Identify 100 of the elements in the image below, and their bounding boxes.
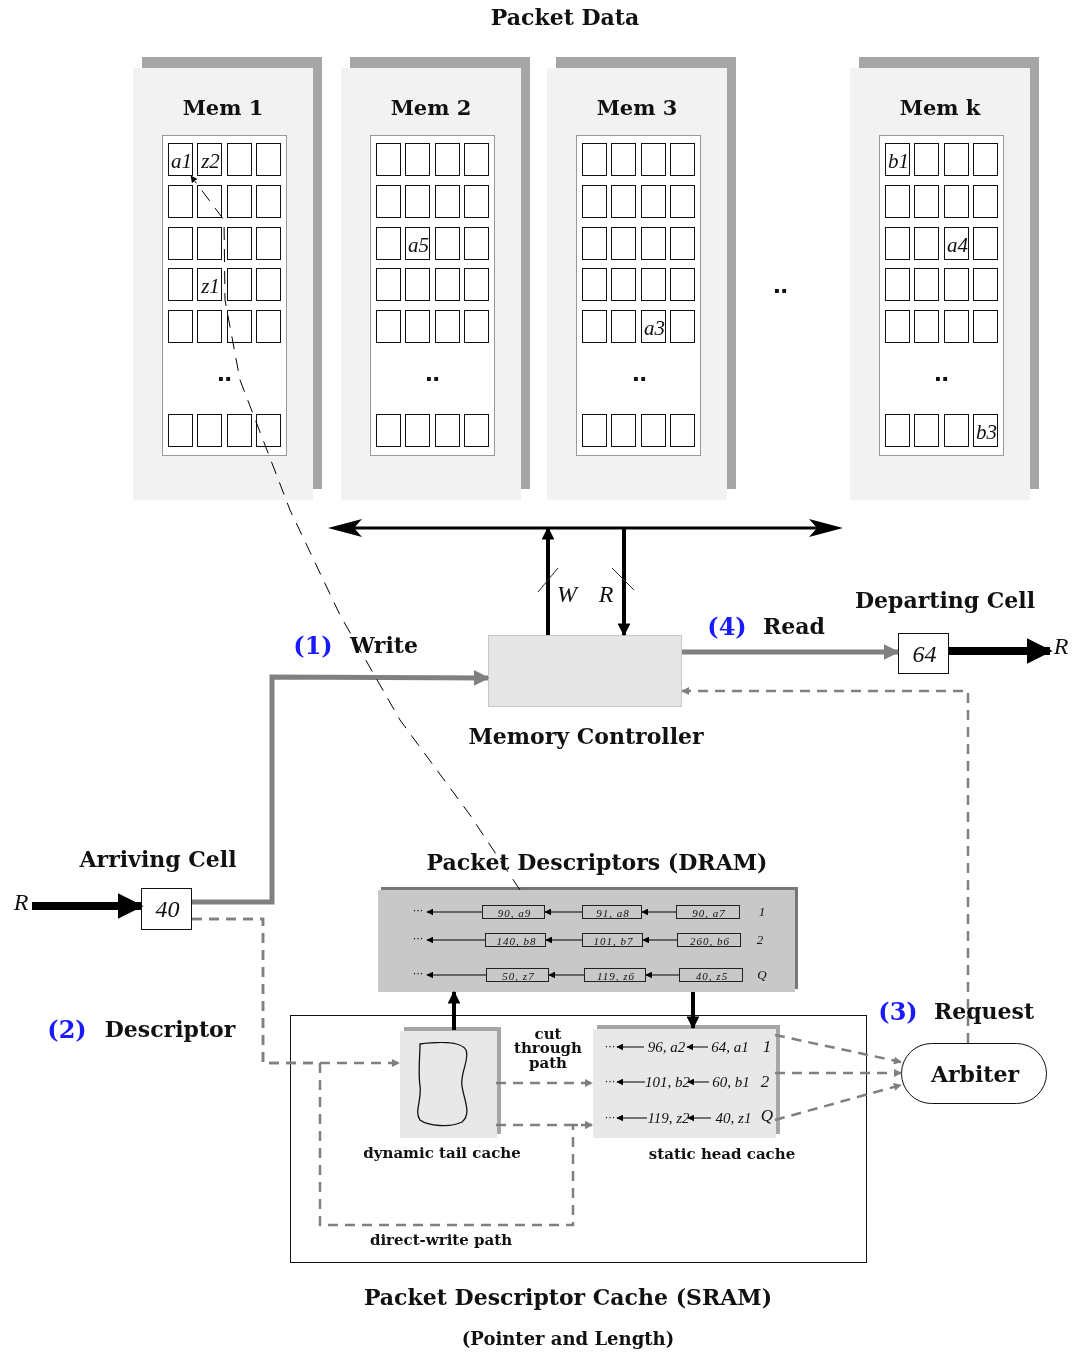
- line-rate-label: R: [13, 889, 29, 917]
- arrow: [687, 1114, 712, 1122]
- entry-text: 119, z6: [597, 969, 635, 983]
- memory-cell: [197, 143, 222, 176]
- memory-cell: [885, 143, 910, 176]
- ellipsis-dots: ..: [772, 273, 788, 299]
- box-caption: static head cache: [648, 1146, 796, 1162]
- descriptor-entry: [584, 968, 646, 982]
- arrow: [544, 908, 583, 916]
- descriptor-entry: [582, 933, 643, 947]
- arrow: [617, 528, 631, 637]
- arrow: [447, 990, 461, 1030]
- arbiter-box: [901, 1043, 1047, 1104]
- box-caption: dynamic tail cache: [363, 1145, 521, 1161]
- edge-label: Request: [933, 999, 1035, 1025]
- arrow: [641, 908, 677, 916]
- cell-value: a5: [408, 232, 429, 257]
- dashed-arrow: [496, 1079, 593, 1087]
- arrow: [426, 936, 486, 944]
- cell-value: z1: [201, 273, 220, 298]
- edge-label: W: [557, 581, 577, 609]
- cell-caption: Departing Cell: [854, 588, 1036, 614]
- cell-value: a3: [644, 315, 665, 340]
- arrow: [616, 1043, 645, 1051]
- panel-title: Mem 1: [182, 95, 264, 121]
- diagram-title: Packet Data: [490, 5, 640, 31]
- line-rate-label: R: [1053, 633, 1069, 661]
- arrow: [686, 992, 700, 1030]
- memory-cell: [168, 143, 193, 176]
- edge-label: R: [598, 581, 614, 609]
- queue-number: 1: [762, 1037, 772, 1057]
- entry-text: 140, b8: [496, 934, 537, 948]
- ellipsis-dots: ..: [424, 361, 440, 387]
- ellipsis-dots: ..: [933, 361, 949, 387]
- entry-text: 50, z7: [502, 969, 535, 983]
- descriptor-entry: [486, 968, 549, 982]
- descriptor-entry: [677, 933, 741, 947]
- panel-title: Mem 3: [596, 95, 678, 121]
- queue-number: Q: [757, 967, 767, 983]
- arrow: [426, 908, 483, 916]
- ellipsis-dots: ···: [412, 967, 424, 981]
- cell-value: 64: [912, 640, 937, 669]
- node-text: 60, b1: [712, 1074, 750, 1092]
- queue-number: 1: [758, 904, 766, 920]
- queue-number: Q: [760, 1106, 774, 1126]
- cell-value: a4: [947, 232, 968, 257]
- memory-cell: [973, 414, 998, 447]
- ellipsis-dots: ···: [412, 904, 424, 918]
- dashed-arrow: [774, 1033, 902, 1065]
- edge-label: Descriptor: [104, 1017, 236, 1043]
- queue-number: 2: [756, 932, 764, 948]
- arrow: [686, 1043, 709, 1051]
- panel-title: Mem k: [899, 95, 981, 121]
- step-number: (4): [707, 613, 747, 641]
- panel-title: Mem 2: [390, 95, 472, 121]
- arrow: [645, 971, 680, 979]
- edge-label: Write: [350, 633, 418, 659]
- descriptor-entry: [679, 968, 743, 982]
- step-number: (2): [47, 1016, 87, 1044]
- node-text: 64, a1: [711, 1039, 749, 1057]
- memory-cell: [944, 227, 969, 260]
- node-text: 96, a2: [647, 1039, 686, 1057]
- arrow: [548, 971, 585, 979]
- dashed-arrow: [681, 687, 970, 1043]
- cell-value: a1: [171, 148, 192, 173]
- arrow: [616, 1114, 648, 1122]
- ellipsis-dots: ···: [604, 1075, 616, 1089]
- dashed-arrow: [496, 1121, 593, 1129]
- cell-value: b3: [976, 419, 997, 444]
- box-label: Arbiter: [930, 1061, 1020, 1088]
- edge-label: cut through path: [512, 1026, 583, 1070]
- memory-cell: [641, 310, 666, 343]
- memory-cell: [405, 227, 430, 260]
- arrow: [426, 971, 487, 979]
- cell-value: b1: [888, 148, 909, 173]
- table-title: Packet Descriptors (DRAM): [426, 850, 768, 876]
- panel-caption: (Pointer and Length): [461, 1328, 675, 1350]
- panel-caption: Packet Descriptor Cache (SRAM): [363, 1285, 773, 1311]
- entry-text: 260, b6: [690, 934, 730, 948]
- arrow: [687, 1078, 710, 1086]
- entry-text: 101, b7: [593, 934, 634, 948]
- descriptor-entry: [482, 905, 545, 919]
- bus-double-arrow: [328, 516, 843, 540]
- box-caption: Memory Controller: [468, 724, 704, 750]
- arrow: [192, 669, 490, 905]
- ellipsis-dots: ···: [604, 1040, 616, 1054]
- arrow: [642, 936, 678, 944]
- entry-text: 90, a9: [497, 906, 532, 920]
- dashed-arrow: [775, 1069, 902, 1077]
- edge-label: Read: [763, 614, 825, 640]
- entry-text: 91, a8: [596, 906, 630, 920]
- descriptor-entry: [676, 905, 740, 919]
- cell-value: 40: [155, 896, 180, 924]
- descriptor-entry: [582, 905, 642, 919]
- step-number: (1): [293, 632, 333, 660]
- ellipsis-dots: ···: [604, 1111, 616, 1125]
- cell-caption: Arriving Cell: [79, 847, 237, 873]
- arrow: [541, 526, 555, 635]
- node-text: 40, z1: [715, 1110, 752, 1128]
- ellipsis-dots: ···: [412, 932, 424, 946]
